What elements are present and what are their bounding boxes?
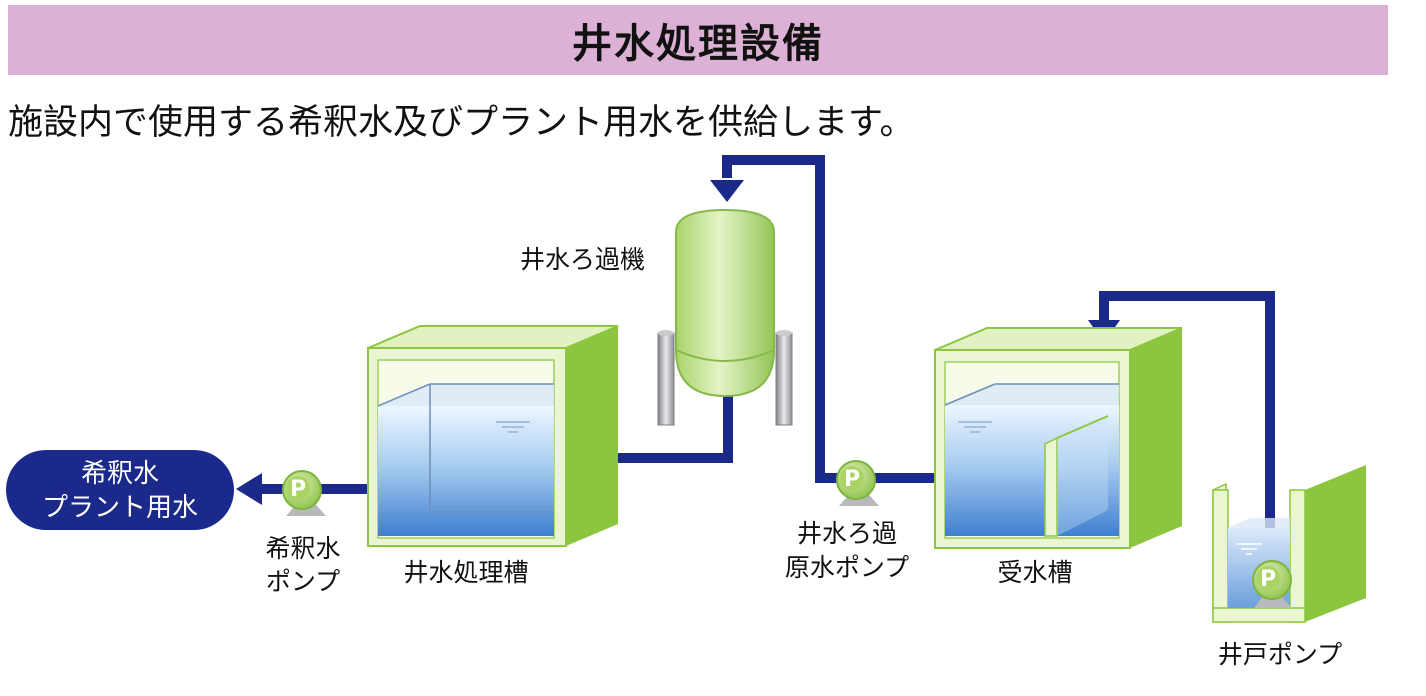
well-pump: P	[1252, 560, 1292, 608]
filter-raw-pump-label-line2: 原水ポンプ	[785, 553, 909, 582]
output-badge: 希釈水 プラント用水	[6, 450, 234, 530]
filter-vessel	[657, 208, 793, 426]
treatment-tank-label: 井水処理槽	[403, 558, 528, 587]
well-pump-label: 井戸ポンプ	[1218, 640, 1342, 669]
filter-label: 井水ろ過機	[520, 245, 645, 274]
dilution-pump-label-line2: ポンプ	[266, 567, 340, 596]
page-subtitle: 施設内で使用する希釈水及びプラント用水を供給します。	[8, 103, 915, 143]
water-level-icon	[1236, 543, 1262, 555]
title-banner: 井水処理設備	[8, 5, 1388, 75]
treatment-tank	[367, 325, 619, 547]
output-label-line1: 希釈水	[81, 459, 159, 489]
page-title: 井水処理設備	[572, 21, 824, 67]
pipe-filter-to-treatment	[615, 395, 733, 463]
filter-raw-pump-label-line1: 井水ろ過	[797, 519, 897, 548]
arrow-into-filter	[710, 180, 744, 202]
receiving-tank-partition	[1044, 436, 1058, 537]
well	[1212, 465, 1366, 623]
pump-icon: P	[844, 467, 860, 492]
dilution-pump: P	[282, 470, 326, 516]
pipe-well-to-receiving	[1099, 291, 1275, 570]
pump-icon: P	[290, 477, 306, 502]
water-level-icon	[958, 421, 992, 433]
output-label-line2: プラント用水	[42, 493, 198, 523]
arrow-to-output	[236, 473, 262, 505]
water-level-icon	[496, 421, 530, 433]
receiving-tank	[934, 327, 1183, 549]
filter-raw-pump: P	[836, 460, 879, 506]
receiving-tank-label: 受水槽	[997, 558, 1072, 587]
dilution-pump-label-line1: 希釈水	[265, 534, 340, 563]
pump-icon: P	[1260, 567, 1276, 592]
